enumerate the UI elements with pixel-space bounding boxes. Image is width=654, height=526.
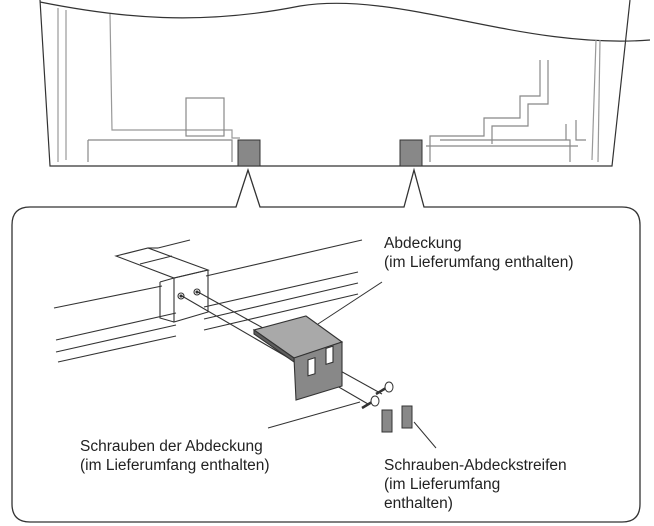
- cover-strips-label-line2: (im Lieferumfang: [384, 476, 501, 493]
- cover-screws-label-line2: (im Lieferumfang enthalten): [80, 457, 270, 474]
- leader-lines: [267, 281, 437, 449]
- mount-point-left: [237, 139, 261, 167]
- cover-strips-label: Schrauben-Abdeckstreifen (im Lieferumfan…: [384, 456, 567, 513]
- cover-part: [252, 315, 344, 401]
- screws: [361, 381, 394, 410]
- cover-label: Abdeckung (im Lieferumfang enthalten): [384, 234, 574, 272]
- cover-label-line2: (im Lieferumfang enthalten): [384, 254, 574, 271]
- cover-screws-label-line1: Schrauben der Abdeckung: [80, 438, 263, 455]
- cover-strips-label-line1: Schrauben-Abdeckstreifen: [384, 457, 567, 474]
- cover-label-line1: Abdeckung: [384, 235, 462, 252]
- device-bottom-view: [39, 0, 651, 167]
- cover-strips: [381, 405, 413, 433]
- cover-screws-label: Schrauben der Abdeckung (im Lieferumfang…: [80, 437, 270, 475]
- cover-strips-label-line3: enthalten): [384, 495, 453, 512]
- mount-point-right: [399, 139, 423, 167]
